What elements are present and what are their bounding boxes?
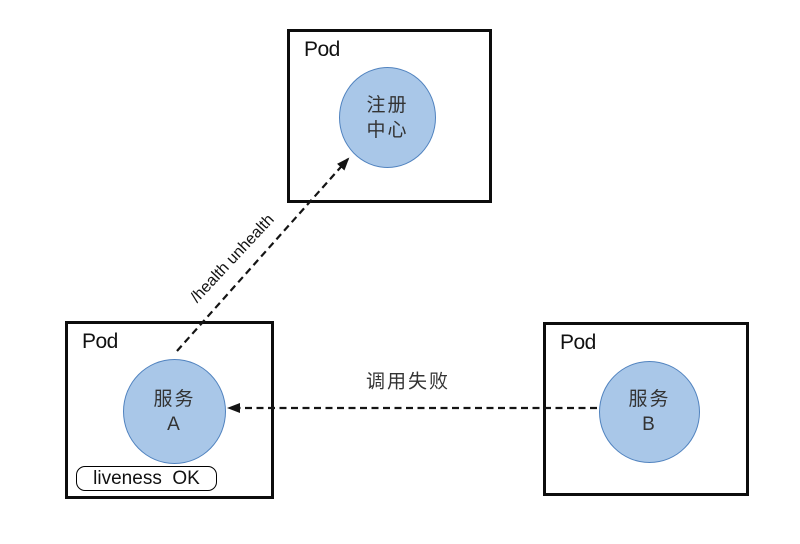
node-service-b-circle: 服务 B [599, 361, 700, 463]
pod-service-b-box: Pod 服务 B [543, 322, 749, 496]
pod-service-a-label: Pod [82, 330, 118, 353]
node-service-b-label-line1: 服务 [628, 389, 671, 410]
node-registry-label-line2: 中心 [366, 119, 409, 141]
pod-service-a-box: Pod 服务 A liveness OK [65, 321, 274, 499]
node-registry-circle: 注册 中心 [339, 67, 436, 168]
node-service-b-label-line2: B [642, 414, 657, 435]
node-service-a-label-line2: A [167, 413, 182, 435]
node-service-a-label-line1: 服务 [153, 388, 196, 410]
liveness-status-badge: liveness OK [76, 466, 217, 491]
edge-label-health-unhealth: /health unhealth [187, 211, 278, 307]
node-service-a-circle: 服务 A [123, 359, 226, 464]
edge-label-call-failed: 调用失败 [365, 371, 451, 393]
node-registry-label-line1: 注册 [366, 94, 409, 116]
pod-registry-box: Pod 注册 中心 [287, 29, 492, 203]
pod-registry-label: Pod [304, 38, 340, 61]
pod-service-b-label: Pod [560, 331, 596, 354]
